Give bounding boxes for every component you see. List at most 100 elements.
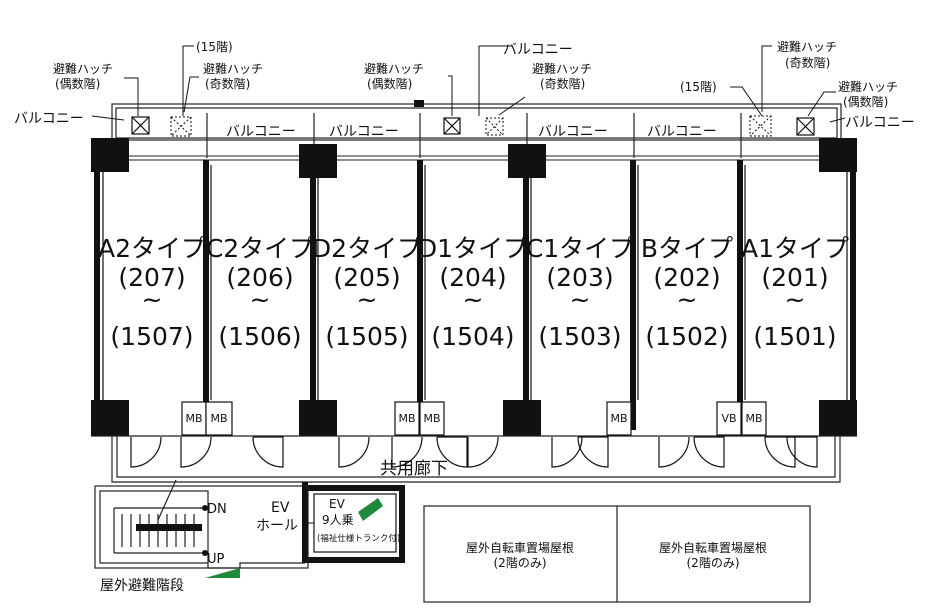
stair-landing-bar: [136, 524, 202, 531]
hatch-label: 避難ハッチ: [838, 79, 898, 94]
unit-tilde: ~: [142, 285, 163, 314]
unit-c1: C1タイプ (203) ~ (1503): [526, 234, 634, 351]
meter-box-frames: [181, 401, 767, 436]
unit-type: A1タイプ: [741, 234, 849, 263]
unit-type: C1タイプ: [526, 234, 634, 263]
odd-floors-note: (奇数階): [785, 55, 830, 70]
unit-tilde: ~: [250, 285, 271, 314]
unit-last-room: (1504): [431, 322, 514, 351]
unit-last-room: (1506): [218, 322, 301, 351]
unit-c2: C2タイプ (206) ~ (1506): [206, 234, 314, 351]
unit-first-room: (205): [333, 263, 400, 292]
balcony-label: バルコニー: [845, 115, 915, 131]
stairs: [94, 479, 309, 569]
hatch-odd-right: [749, 115, 772, 137]
unit-tilde: ~: [463, 285, 484, 314]
elevator-note: (福祉仕様トランク付): [317, 533, 400, 544]
stair-green-marker: [205, 568, 240, 578]
unit-type: C2タイプ: [206, 234, 314, 263]
leader-lines: [91, 45, 846, 123]
floor-15-note: (15階): [680, 79, 717, 94]
bike-roof-label: 屋外自転車置場屋根: [466, 541, 574, 555]
unit-d2: D2タイプ (205) ~ (1505): [312, 234, 422, 351]
structural-columns: [91, 138, 857, 436]
hatch-label: 避難ハッチ: [532, 61, 592, 76]
unit-last-room: (1505): [325, 322, 408, 351]
unit-last-room: (1502): [645, 322, 728, 351]
bike-roof-label: 屋外自転車置場屋根: [659, 541, 767, 555]
balcony-label: バルコニー: [503, 42, 573, 58]
elevator-arrow-icon: [358, 498, 383, 521]
unit-last-room: (1507): [110, 322, 193, 351]
bike-roof-note: (2階のみ): [494, 555, 547, 570]
hatch-label: 避難ハッチ: [203, 61, 263, 76]
meter-box-label: MB: [210, 412, 227, 425]
unit-first-room: (202): [653, 263, 720, 292]
unit-first-room: (206): [226, 263, 293, 292]
elevator-capacity: 9人乗: [322, 513, 354, 527]
balcony-label: バルコニー: [226, 124, 296, 140]
hatch-even-center: [443, 117, 461, 135]
door-swings: [130, 436, 818, 468]
unit-first-room: (201): [761, 263, 828, 292]
unit-type: Bタイプ: [641, 234, 733, 263]
even-floors-note: (偶数階): [843, 94, 888, 109]
unit-d1: D1タイプ (204) ~ (1504): [418, 234, 528, 351]
unit-first-room: (204): [439, 263, 506, 292]
unit-type: D2タイプ: [312, 234, 422, 263]
unit-first-room: (207): [118, 263, 185, 292]
stair-down-label: DN: [207, 502, 227, 517]
corridor-walls: [91, 435, 857, 483]
unit-tilde: ~: [570, 285, 591, 314]
bike-roof-note: (2階のみ): [687, 555, 740, 570]
unit-type: D1タイプ: [418, 234, 528, 263]
ev-hall-label: ホール: [256, 518, 298, 534]
meter-box-label: MB: [610, 412, 627, 425]
balcony-label: バルコニー: [538, 124, 608, 140]
hatch-odd-center: [485, 117, 504, 136]
corridor-label: 共用廊下: [380, 459, 448, 479]
unit-b: Bタイプ (202) ~ (1502): [641, 234, 733, 351]
odd-floors-note: (奇数階): [540, 76, 585, 91]
window-line: [128, 155, 830, 161]
balcony-labels: バルコニー バルコニー バルコニー バルコニー バルコニー バルコニー バルコニ…: [14, 42, 915, 140]
unit-last-room: (1501): [753, 322, 836, 351]
elevator-label: EV: [329, 497, 346, 511]
unit-tilde: ~: [357, 285, 378, 314]
meter-box-label: VB: [721, 412, 736, 425]
stair-dn-dot: [202, 505, 208, 511]
unit-first-room: (203): [546, 263, 613, 292]
unit-walls: [94, 160, 856, 430]
unit-tilde: ~: [785, 285, 806, 314]
balcony-label: バルコニー: [329, 124, 399, 140]
balcony-outline: [111, 103, 842, 158]
balcony-post: [414, 100, 424, 107]
floor-15-note: (15階): [196, 39, 233, 54]
stair-label: 屋外避難階段: [100, 578, 184, 594]
unit-type: A2タイプ: [98, 234, 206, 263]
meter-box-label: MB: [185, 412, 202, 425]
hatch-label: 避難ハッチ: [364, 61, 424, 76]
meter-box-label: MB: [398, 412, 415, 425]
hatch-even-left: [131, 116, 150, 135]
hatch-annotations: (15階) 避難ハッチ (偶数階) 避難ハッチ (奇数階) 避難ハッチ (偶数階…: [53, 39, 898, 109]
hatch-label: 避難ハッチ: [53, 61, 113, 76]
meter-box-label: MB: [423, 412, 440, 425]
unit-a2: A2タイプ (207) ~ (1507): [98, 234, 206, 351]
ev-shaft: [302, 482, 405, 563]
unit-tilde: ~: [677, 285, 698, 314]
unit-last-room: (1503): [538, 322, 621, 351]
unit-a1: A1タイプ (201) ~ (1501): [741, 234, 849, 351]
bike-roofs: [423, 505, 811, 603]
even-floors-note: (偶数階): [55, 76, 100, 91]
ev-hall-label: EV: [271, 500, 290, 516]
hatch-odd-left: [170, 116, 192, 137]
balcony-label: バルコニー: [14, 111, 84, 127]
even-floors-note: (偶数階): [367, 76, 412, 91]
stair-up-dot: [202, 550, 208, 556]
meter-box-labels: MB MB MB MB MB VB MB: [185, 412, 762, 425]
hatch-even-right: [796, 117, 815, 136]
odd-floors-note: (奇数階): [205, 76, 250, 91]
hatch-label: 避難ハッチ: [777, 39, 837, 54]
